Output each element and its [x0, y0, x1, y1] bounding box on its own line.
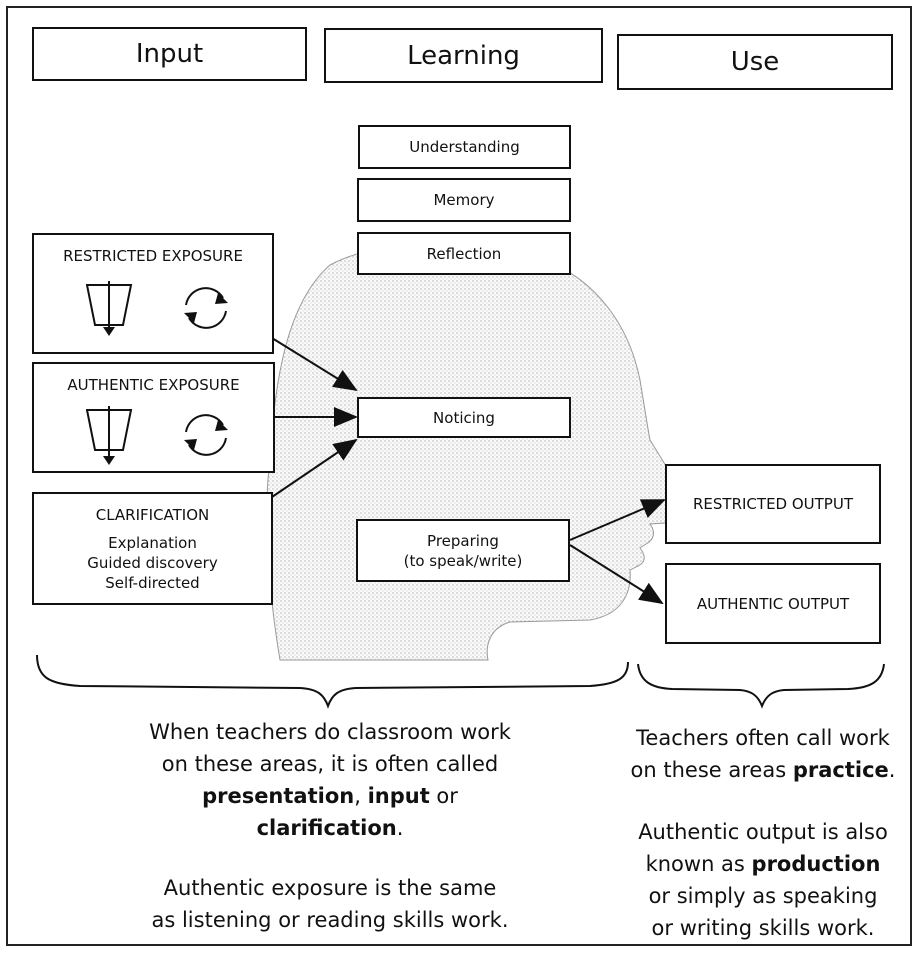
diagram-frame [6, 6, 912, 946]
header-use: Use [617, 34, 893, 90]
authentic-output-label: AUTHENTIC OUTPUT [696, 594, 850, 613]
right-caption-line1: Teachers often call work [636, 726, 890, 750]
header-learning: Learning [324, 28, 603, 83]
right-brace [637, 663, 885, 709]
term-production: production [751, 852, 881, 876]
cycle-arrows-icon [184, 414, 228, 456]
authentic-exposure-label: AUTHENTIC EXPOSURE [67, 376, 240, 394]
right-caption: Teachers often call work on these areas … [618, 722, 908, 944]
clarification-title: CLARIFICATION [95, 505, 210, 524]
header-input-label: Input [135, 39, 204, 69]
restricted-exposure-icons [86, 281, 228, 336]
right-caption-line3: Authentic output is also [638, 820, 888, 844]
restricted-output-label: RESTRICTED OUTPUT [693, 495, 853, 513]
header-learning-label: Learning [407, 40, 520, 71]
authentic-output-box: AUTHENTIC OUTPUT [665, 563, 881, 644]
restricted-exposure-label: RESTRICTED EXPOSURE [63, 247, 243, 265]
reflection-label: Reflection [426, 244, 502, 263]
left-caption: When teachers do classroom work on these… [100, 716, 560, 936]
left-caption-line1: When teachers do classroom work [149, 720, 511, 744]
arrow-restricted-to-noticing [271, 337, 358, 392]
restricted-exposure-box: RESTRICTED EXPOSURE [32, 233, 274, 354]
reflection-box: Reflection [357, 232, 571, 275]
restricted-output-box: RESTRICTED OUTPUT [665, 464, 881, 544]
cycle-arrows-icon [184, 287, 228, 329]
term-input: input [367, 784, 430, 808]
arrow-preparing-to-authentic-output [569, 544, 664, 605]
left-caption-line2: on these areas, it is often called [161, 752, 499, 776]
funnel-icon [86, 406, 133, 465]
header-input: Input [32, 27, 307, 81]
understanding-box: Understanding [358, 125, 571, 169]
right-caption-line6: or writing skills work. [651, 916, 875, 940]
clarification-item-self-directed: Self-directed [105, 573, 200, 592]
left-brace [36, 654, 629, 709]
right-caption-line4: known as production [645, 852, 881, 876]
arrow-preparing-to-restricted-output [569, 499, 666, 541]
preparing-box: Preparing (to speak/write) [356, 519, 570, 582]
arrow-clarification-to-noticing [271, 438, 358, 498]
term-clarification: clarification [256, 816, 397, 840]
preparing-label: Preparing [427, 531, 499, 550]
left-caption-line4: clarification. [256, 816, 404, 840]
memory-label: Memory [433, 191, 495, 209]
clarification-item-guided-discovery: Guided discovery [87, 553, 218, 572]
head-silhouette [266, 243, 693, 661]
memory-box: Memory [357, 178, 571, 222]
right-caption-line5: or simply as speaking [648, 884, 878, 908]
funnel-icon [86, 281, 133, 336]
clarification-item-explanation: Explanation [108, 533, 197, 552]
noticing-box: Noticing [357, 397, 571, 438]
right-caption-line2: on these areas practice. [630, 758, 896, 782]
left-caption-line6: as listening or reading skills work. [151, 908, 509, 932]
noticing-label: Noticing [433, 408, 495, 427]
authentic-exposure-icons [86, 406, 228, 465]
clarification-box: CLARIFICATION Explanation Guided discove… [32, 492, 273, 605]
understanding-label: Understanding [409, 138, 520, 156]
preparing-sublabel: (to speak/write) [403, 551, 523, 570]
header-use-label: Use [730, 47, 780, 77]
authentic-exposure-box: AUTHENTIC EXPOSURE [32, 362, 275, 473]
left-caption-line3: presentation, input or [202, 784, 458, 808]
term-practice: practice [792, 758, 889, 782]
term-presentation: presentation [202, 784, 355, 808]
left-caption-line5: Authentic exposure is the same [163, 876, 497, 900]
